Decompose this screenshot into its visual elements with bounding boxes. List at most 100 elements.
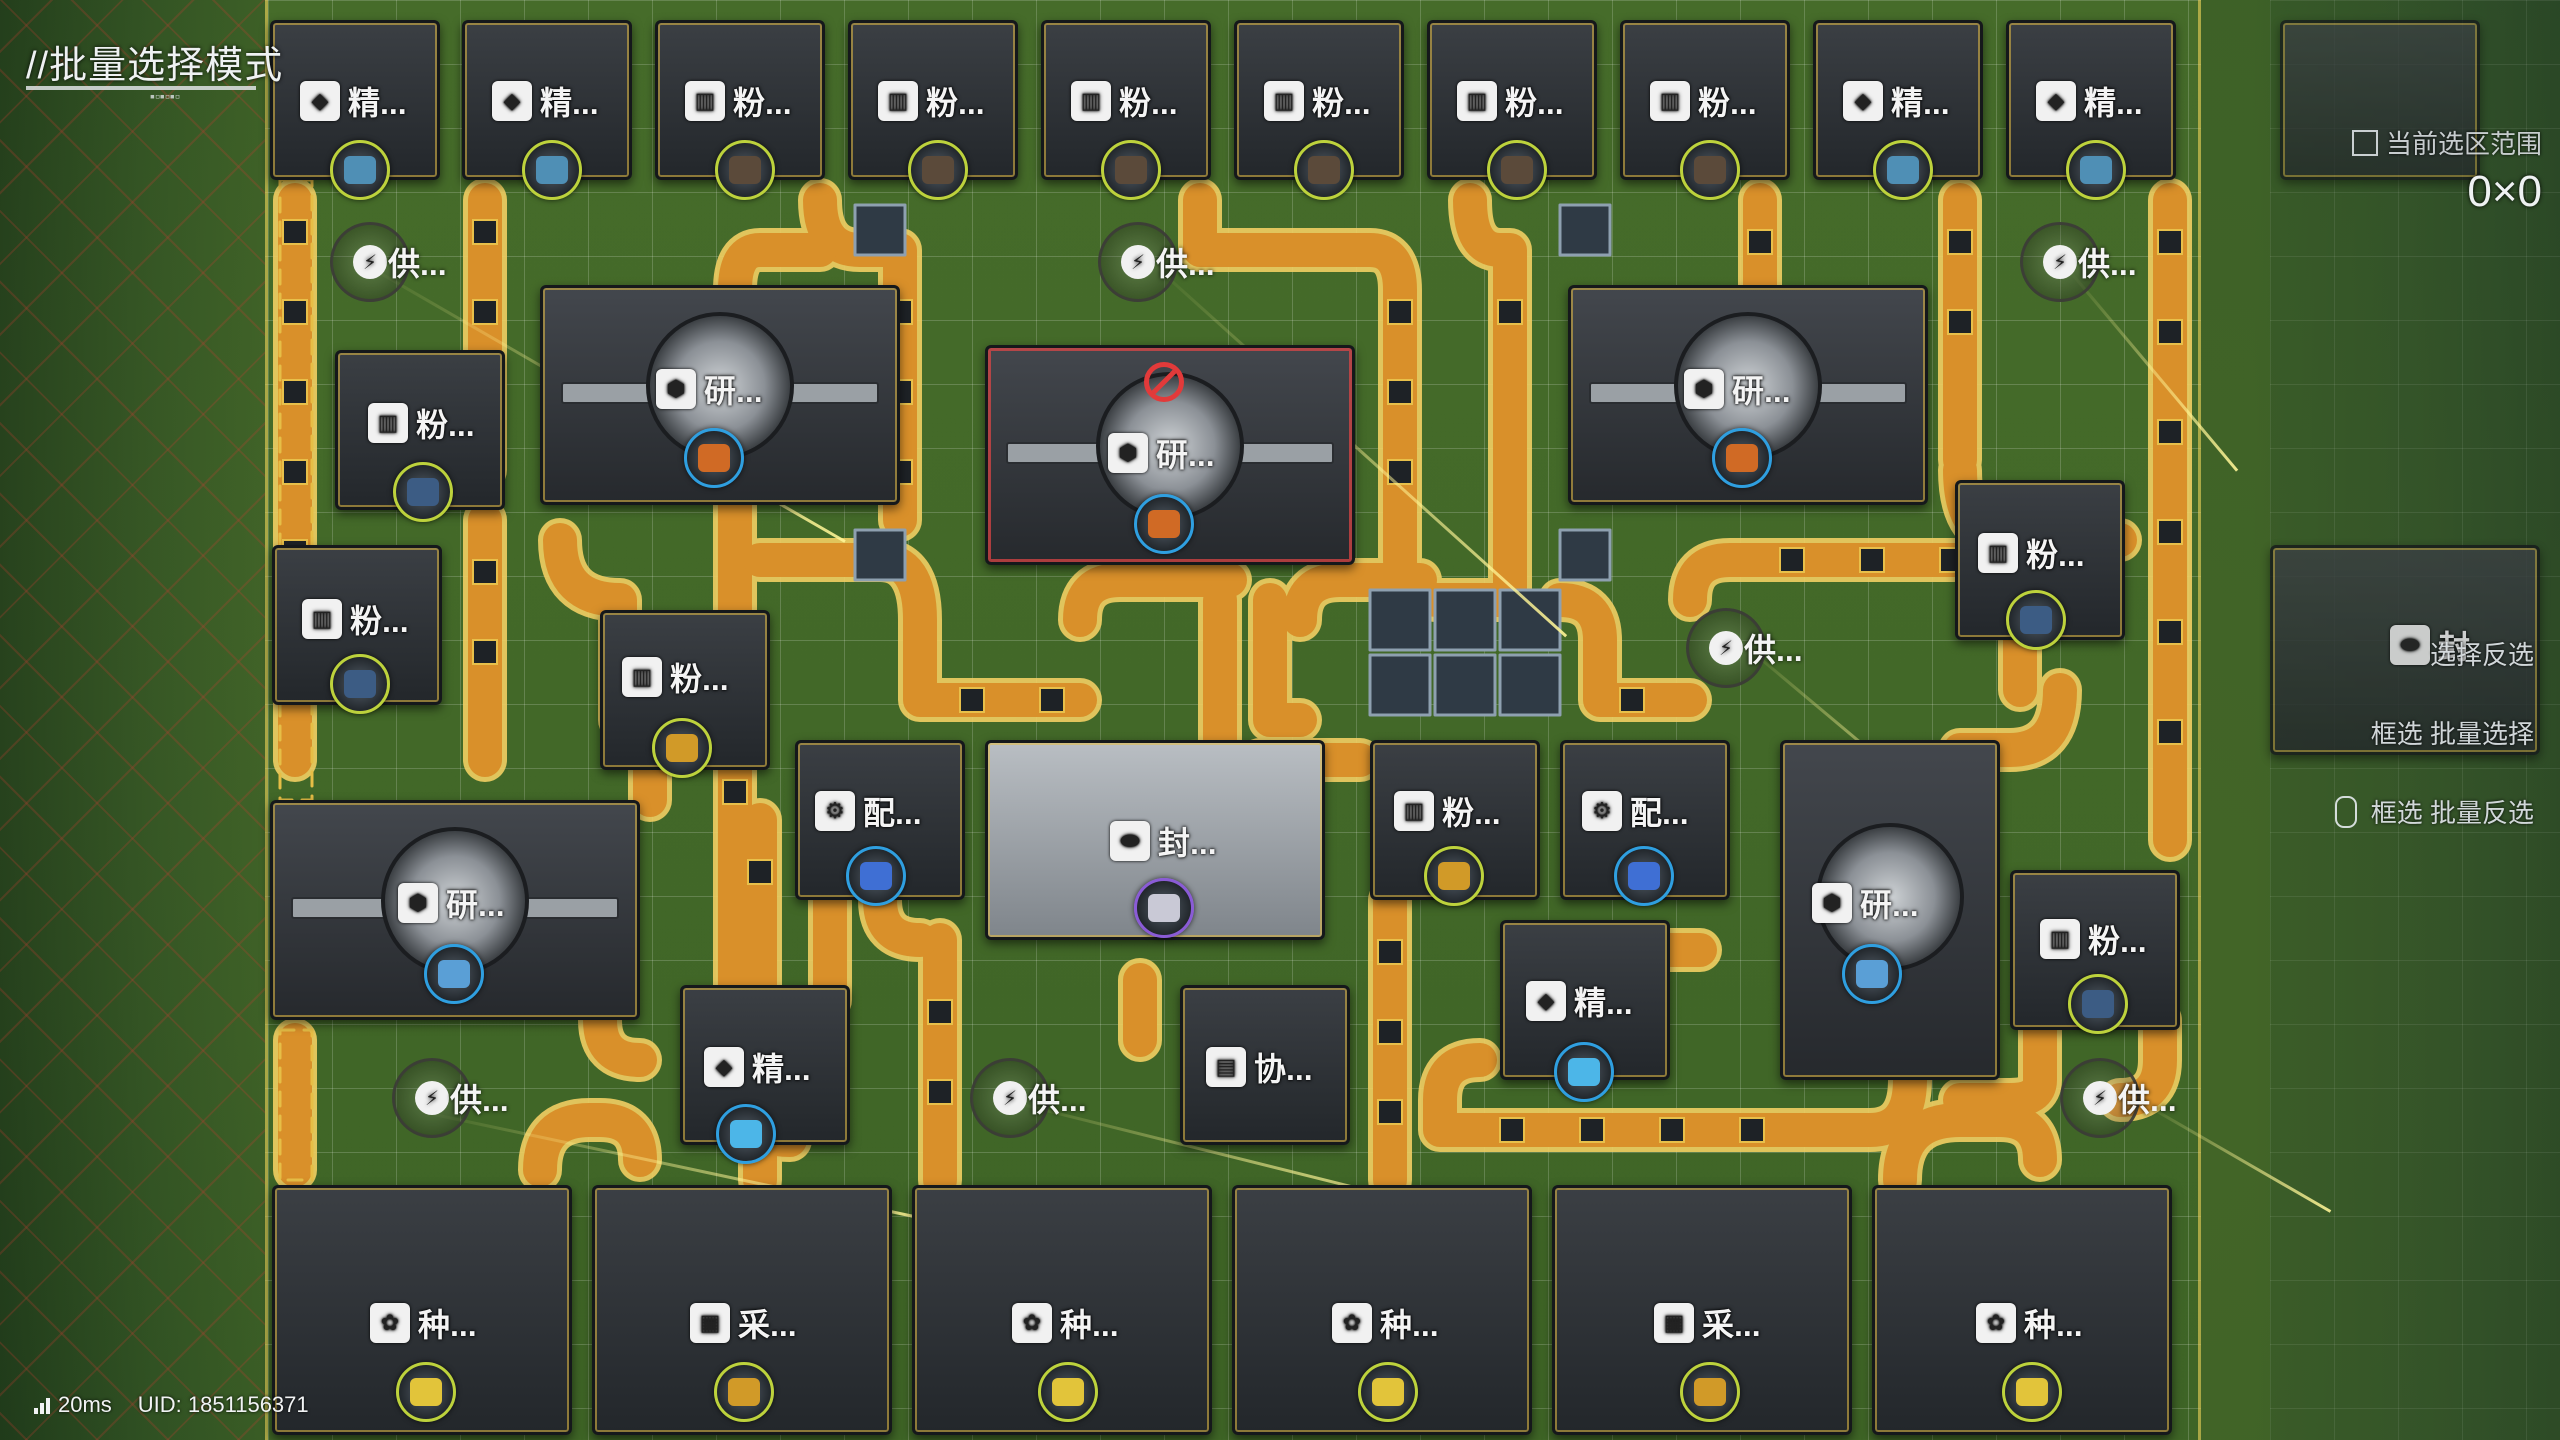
output-item-powder [330,654,390,714]
planter-name: 种... [1380,1307,1439,1343]
grinder-name: 粉... [1698,85,1757,121]
factory-grinder-icon: ▥ [1394,791,1434,831]
research-name: 研... [704,373,763,409]
harvester-building-2[interactable] [1552,1185,1852,1435]
research-cube-icon: ⬢ [1684,369,1724,409]
output-item-capsule [1134,878,1194,938]
grinder-name: 粉... [670,661,729,697]
grinder-name: 粉... [416,407,475,443]
output-item-core [684,428,744,488]
refiner-name: 精... [752,1051,811,1087]
research-building-1[interactable] [540,285,900,505]
capsule-seal-icon: ⬬ [2390,625,2430,665]
config-label-1: ⚙配... [815,788,922,834]
research-cube-icon: ⬢ [1812,883,1852,923]
refiner-name: 精... [1891,85,1950,121]
pylon-1[interactable]: ⚡供... [330,222,447,302]
outer-building-top[interactable] [2280,20,2480,180]
power-pylon-icon: ⚡ [392,1058,472,1138]
planter-label-2: ✿种... [1012,1300,1119,1346]
research-label-3: ⬢研... [1684,366,1791,412]
planter-label-3: ✿种... [1332,1300,1439,1346]
hint-deselect-text: 框选 批量反选 [2370,798,2534,828]
config-name: 配... [863,795,922,831]
research-cube-icon: ⬢ [398,883,438,923]
control-hints: 选择反选 框选 批量选择 框选 批量反选 [2334,635,2534,872]
grinder-name: 粉... [733,85,792,121]
output-item-ore-gold [714,1362,774,1422]
crystal-refine-icon: ◆ [2036,81,2076,121]
research-building-right[interactable] [1780,740,2000,1080]
pylon-3[interactable]: ⚡供... [2020,222,2137,302]
pylon-name: 供... [450,1082,509,1118]
pylon-low-3[interactable]: ⚡供... [2060,1058,2177,1138]
factory-grinder-icon: ▥ [1264,81,1304,121]
grinder-label-3: ▥粉... [1071,78,1178,124]
selection-area-value: 0×0 [2467,167,2542,216]
mouse-icon [2334,795,2357,828]
refiner-label-low: ◆精... [704,1044,811,1090]
harvester-name: 采... [1702,1307,1761,1343]
hint-select-text: 框选 批量选择 [2370,719,2534,749]
output-item-battery [1614,846,1674,906]
hint-invert: 选择反选 [2335,635,2534,672]
output-item-core [1712,428,1772,488]
crystal-refine-icon: ◆ [1526,981,1566,1021]
pylon-2[interactable]: ⚡供... [1098,222,1215,302]
refiner-label-mid: ◆精... [1526,978,1633,1024]
output-item-ore [1101,140,1161,200]
pylon-name: 供... [2118,1082,2177,1118]
planter-name: 种... [1060,1307,1119,1343]
output-item-plant [2002,1362,2062,1422]
factory-grinder-icon: ▥ [302,599,342,639]
power-pylon-icon: ⚡ [970,1058,1050,1138]
grinder-name: 粉... [350,603,409,639]
harvester-name: 采... [738,1307,797,1343]
factory-grinder-icon: ▥ [1457,81,1497,121]
output-item-ore-gold [652,718,712,778]
hint-invert-text: 选择反选 [2429,640,2534,670]
grinder-label-left-1: ▥粉... [368,400,475,446]
refiner-label-3: ◆精... [1843,78,1950,124]
factory-grinder-icon: ▥ [2040,919,2080,959]
factory-grinder-icon: ▥ [685,81,725,121]
power-pylon-icon: ⚡ [1098,222,1178,302]
coop-label: ▤协... [1206,1044,1313,1090]
pylon-name: 供... [1744,632,1803,668]
power-pylon-icon: ⚡ [330,222,410,302]
output-item-crystal [1873,140,1933,200]
research-name: 研... [1732,373,1791,409]
signal-icon [34,1396,50,1414]
pylon-low-1[interactable]: ⚡供... [392,1058,509,1138]
output-item-ore [1294,140,1354,200]
pylon-low-2[interactable]: ⚡供... [970,1058,1087,1138]
pylon-mid-right[interactable]: ⚡供... [1686,608,1803,688]
research-building-3[interactable] [1568,285,1928,505]
output-item-crystal [522,140,582,200]
status-footer: 20ms UID: 1851156371 [34,1392,309,1418]
pylon-name: 供... [1028,1082,1087,1118]
output-item-crystal [2066,140,2126,200]
planter-icon: ✿ [1976,1303,2016,1343]
planter-label-1: ✿种... [370,1300,477,1346]
power-pylon-icon: ⚡ [1686,608,1766,688]
grinder-name: 粉... [1119,85,1178,121]
research-name: 研... [1156,437,1215,473]
output-item-ore-gold [1680,1362,1740,1422]
output-item-battery [846,846,906,906]
output-item-cube [1842,944,1902,1004]
seal-name: 封... [1158,825,1217,861]
planter-name: 种... [2024,1307,2083,1343]
title-underline [26,86,256,90]
grinder-label-right-1: ▥粉... [1978,530,2085,576]
output-item-core [1134,494,1194,554]
grinder-name: 粉... [926,85,985,121]
selection-area-panel: 当前选区范围 0×0 [2351,124,2542,217]
refiner-name: 精... [2084,85,2143,121]
factory-grinder-icon: ▥ [1071,81,1111,121]
grinder-label-1: ▥粉... [685,78,792,124]
refiner-name: 精... [348,85,407,121]
output-item-powder [2068,974,2128,1034]
harvester-label-1: ▦采... [690,1300,797,1346]
